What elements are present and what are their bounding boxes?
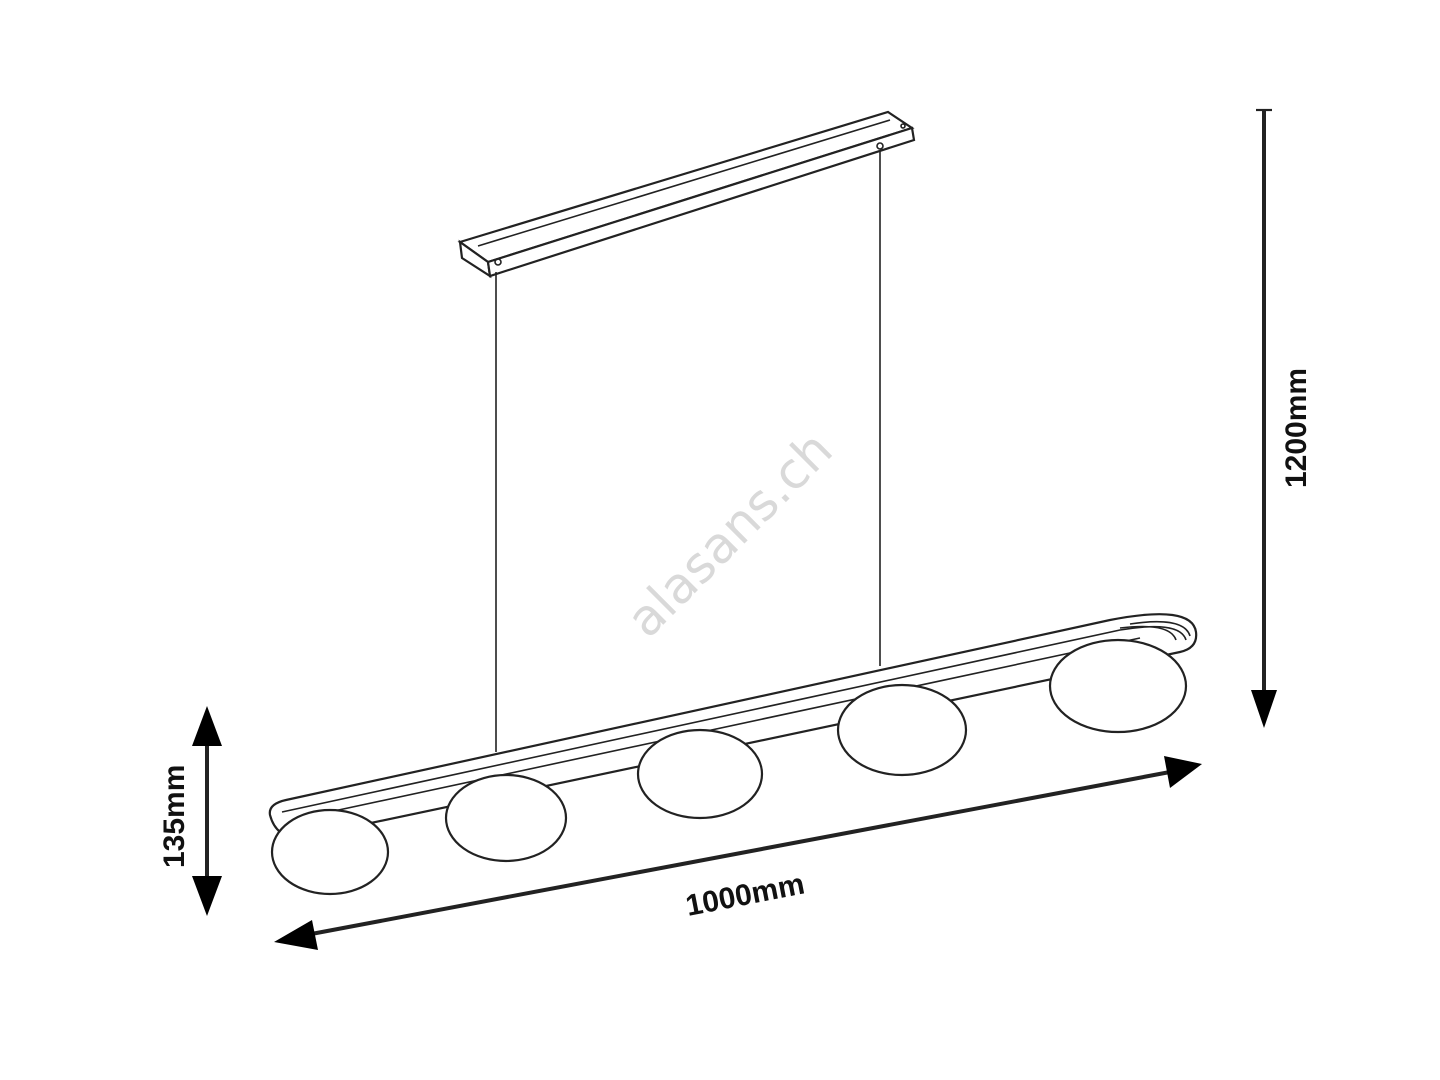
globe-1 <box>270 808 390 896</box>
globe-3 <box>636 728 764 820</box>
ceiling-canopy <box>457 110 916 279</box>
height-label: 1200mm <box>1280 368 1313 488</box>
width-dimension-arrow-icon <box>274 756 1202 950</box>
height-dimension-arrow-icon <box>1251 108 1277 728</box>
suspension-wires <box>495 150 881 752</box>
globe-2 <box>444 773 568 863</box>
globe-4 <box>836 683 968 777</box>
watermark-text: alasans.ch <box>615 420 843 648</box>
width-label: 1000mm <box>683 868 807 923</box>
globe-5 <box>1048 638 1188 734</box>
depth-label: 135mm <box>158 765 191 868</box>
depth-dimension-arrow-icon <box>192 706 222 916</box>
